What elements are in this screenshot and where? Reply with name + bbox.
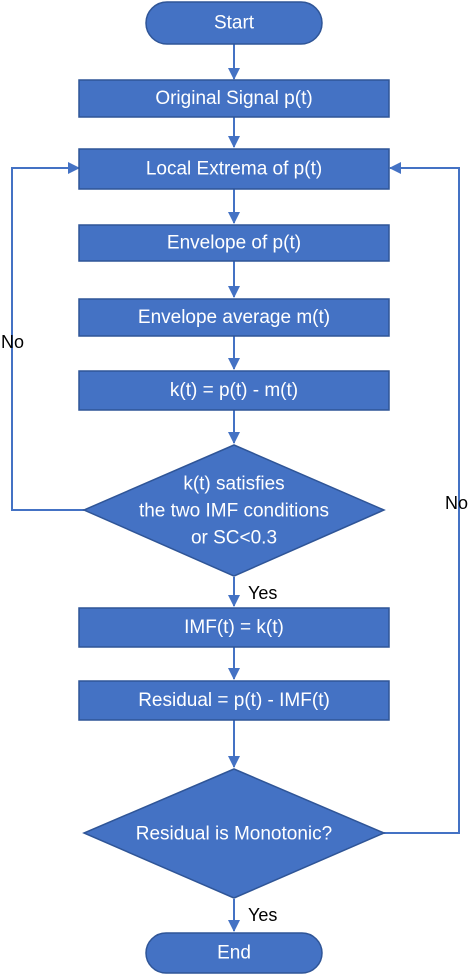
node-original-signal-label: Original Signal p(t) (155, 88, 312, 109)
edge-mono-no-loop (384, 162, 460, 834)
node-imf-label: IMF(t) = k(t) (184, 617, 284, 638)
node-imf-condition-line-3: or SC<0.3 (191, 528, 277, 549)
node-envelope-average-label: Envelope average m(t) (138, 307, 330, 328)
node-monotonic-check: Residual is Monotonic? (82, 768, 386, 899)
node-residual: Residual = p(t) - IMF(t) (78, 680, 390, 721)
node-end-label: End (217, 943, 251, 964)
node-start-label: Start (214, 13, 255, 34)
node-kt: k(t) = p(t) - m(t) (78, 370, 390, 411)
node-monotonic-check-label: Residual is Monotonic? (136, 824, 332, 845)
node-imf: IMF(t) = k(t) (78, 607, 390, 648)
node-local-extrema-label: Local Extrema of p(t) (146, 159, 322, 180)
edge-cond-no-loop (11, 162, 84, 511)
node-kt-label: k(t) = p(t) - m(t) (170, 380, 298, 401)
node-envelope-average: Envelope average m(t) (78, 298, 390, 337)
node-residual-label: Residual = p(t) - IMF(t) (138, 690, 330, 711)
edge-label-mono-yes: Yes (248, 905, 277, 925)
edge-label-cond-yes: Yes (248, 583, 277, 603)
edge-label-mono-no: No (445, 493, 468, 513)
node-imf-condition-line-2: the two IMF conditions (139, 501, 329, 522)
node-envelope-label: Envelope of p(t) (167, 233, 301, 254)
edge-label-cond-no: No (1, 332, 24, 352)
node-start: Start (145, 1, 323, 45)
connectors (11, 44, 460, 932)
node-original-signal: Original Signal p(t) (78, 79, 390, 118)
node-local-extrema: Local Extrema of p(t) (78, 148, 390, 190)
node-imf-condition-line-1: k(t) satisfies (183, 474, 284, 495)
node-imf-condition: k(t) satisfies the two IMF conditions or… (82, 444, 386, 577)
node-end: End (145, 932, 323, 974)
node-envelope: Envelope of p(t) (78, 224, 390, 262)
